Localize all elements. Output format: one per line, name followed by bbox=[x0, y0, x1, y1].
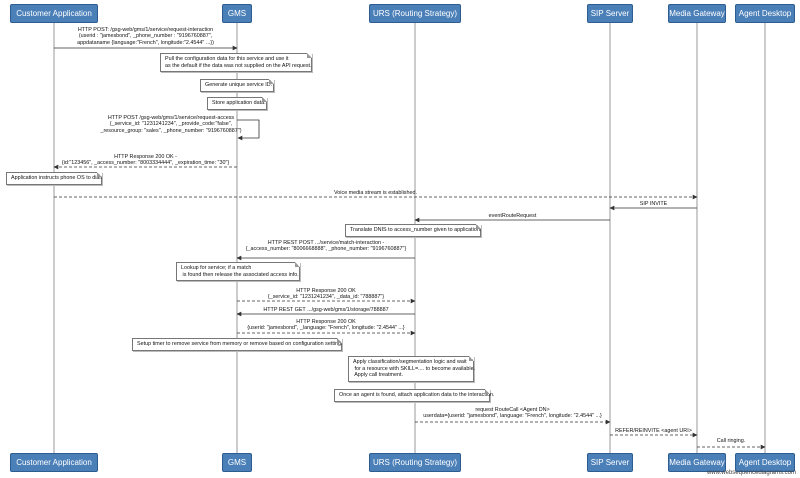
footer-credit: www.websequencediagrams.com bbox=[706, 470, 796, 476]
message-label-14: HTTP REST GET .../gsg-web/gms/1/storage/… bbox=[263, 307, 389, 313]
participant-agent-bottom: Agent Desktop bbox=[735, 453, 795, 472]
message-label-8: SIP INVITE bbox=[639, 201, 668, 207]
message-label-5: HTTP Response 200 OK - {id:"123456", _ac… bbox=[61, 154, 230, 167]
message-label-13: HTTP Response 200 OK {_service_id: "1231… bbox=[267, 288, 385, 301]
message-label-0: HTTP POST: /gsg-web/gms/1/service/reques… bbox=[77, 27, 214, 46]
participant-media_gw-bottom: Media Gateway bbox=[668, 453, 726, 472]
note-18: Once an agent is found, attach applicati… bbox=[334, 389, 495, 402]
participant-sip-top: SIP Server bbox=[587, 4, 633, 23]
message-arrow-4 bbox=[237, 119, 260, 141]
message-label-7: Voice media stream is established. bbox=[334, 190, 417, 196]
participant-gms-bottom: GMS bbox=[222, 453, 252, 472]
note-1: Pull the configuration data for this ser… bbox=[160, 53, 312, 73]
message-label-19: request RouteCall <Agent DN> userdata={u… bbox=[423, 407, 602, 420]
participant-sip-bottom: SIP Server bbox=[587, 453, 633, 472]
message-label-21: Call ringing. bbox=[716, 438, 746, 444]
note-16: Setup timer to remove service from memor… bbox=[132, 338, 343, 351]
note-12: Lookup for service; if a match is found … bbox=[176, 262, 300, 282]
note-6: Application instructs phone OS to dial. bbox=[6, 172, 102, 185]
participant-agent-top: Agent Desktop bbox=[735, 4, 795, 23]
message-label-4: HTTP POST /gsg-web/gms/1/service/request… bbox=[100, 115, 242, 134]
participant-urs-top: URS (Routing Strategy) bbox=[369, 4, 461, 23]
note-10: Translate DNIS to access_number given to… bbox=[345, 224, 481, 237]
participant-gms-top: GMS bbox=[222, 4, 252, 23]
participant-customer_app-bottom: Customer Application bbox=[10, 453, 98, 472]
message-label-20: REFER/REINVITE <agent URI> bbox=[615, 428, 692, 434]
message-label-11: HTTP REST POST .../service/match-interac… bbox=[245, 240, 407, 253]
note-3: Store application data. bbox=[207, 97, 267, 110]
note-2: Generate unique service ID. bbox=[200, 79, 274, 92]
message-label-15: HTTP Response 200 OK {userid: "jamesbond… bbox=[247, 319, 405, 332]
participant-customer_app-top: Customer Application bbox=[10, 4, 98, 23]
participant-urs-bottom: URS (Routing Strategy) bbox=[369, 453, 461, 472]
participant-media_gw-top: Media Gateway bbox=[668, 4, 726, 23]
message-label-9: eventRouteRequest bbox=[488, 213, 537, 219]
note-17: Apply classification/segmentation logic … bbox=[348, 356, 475, 382]
